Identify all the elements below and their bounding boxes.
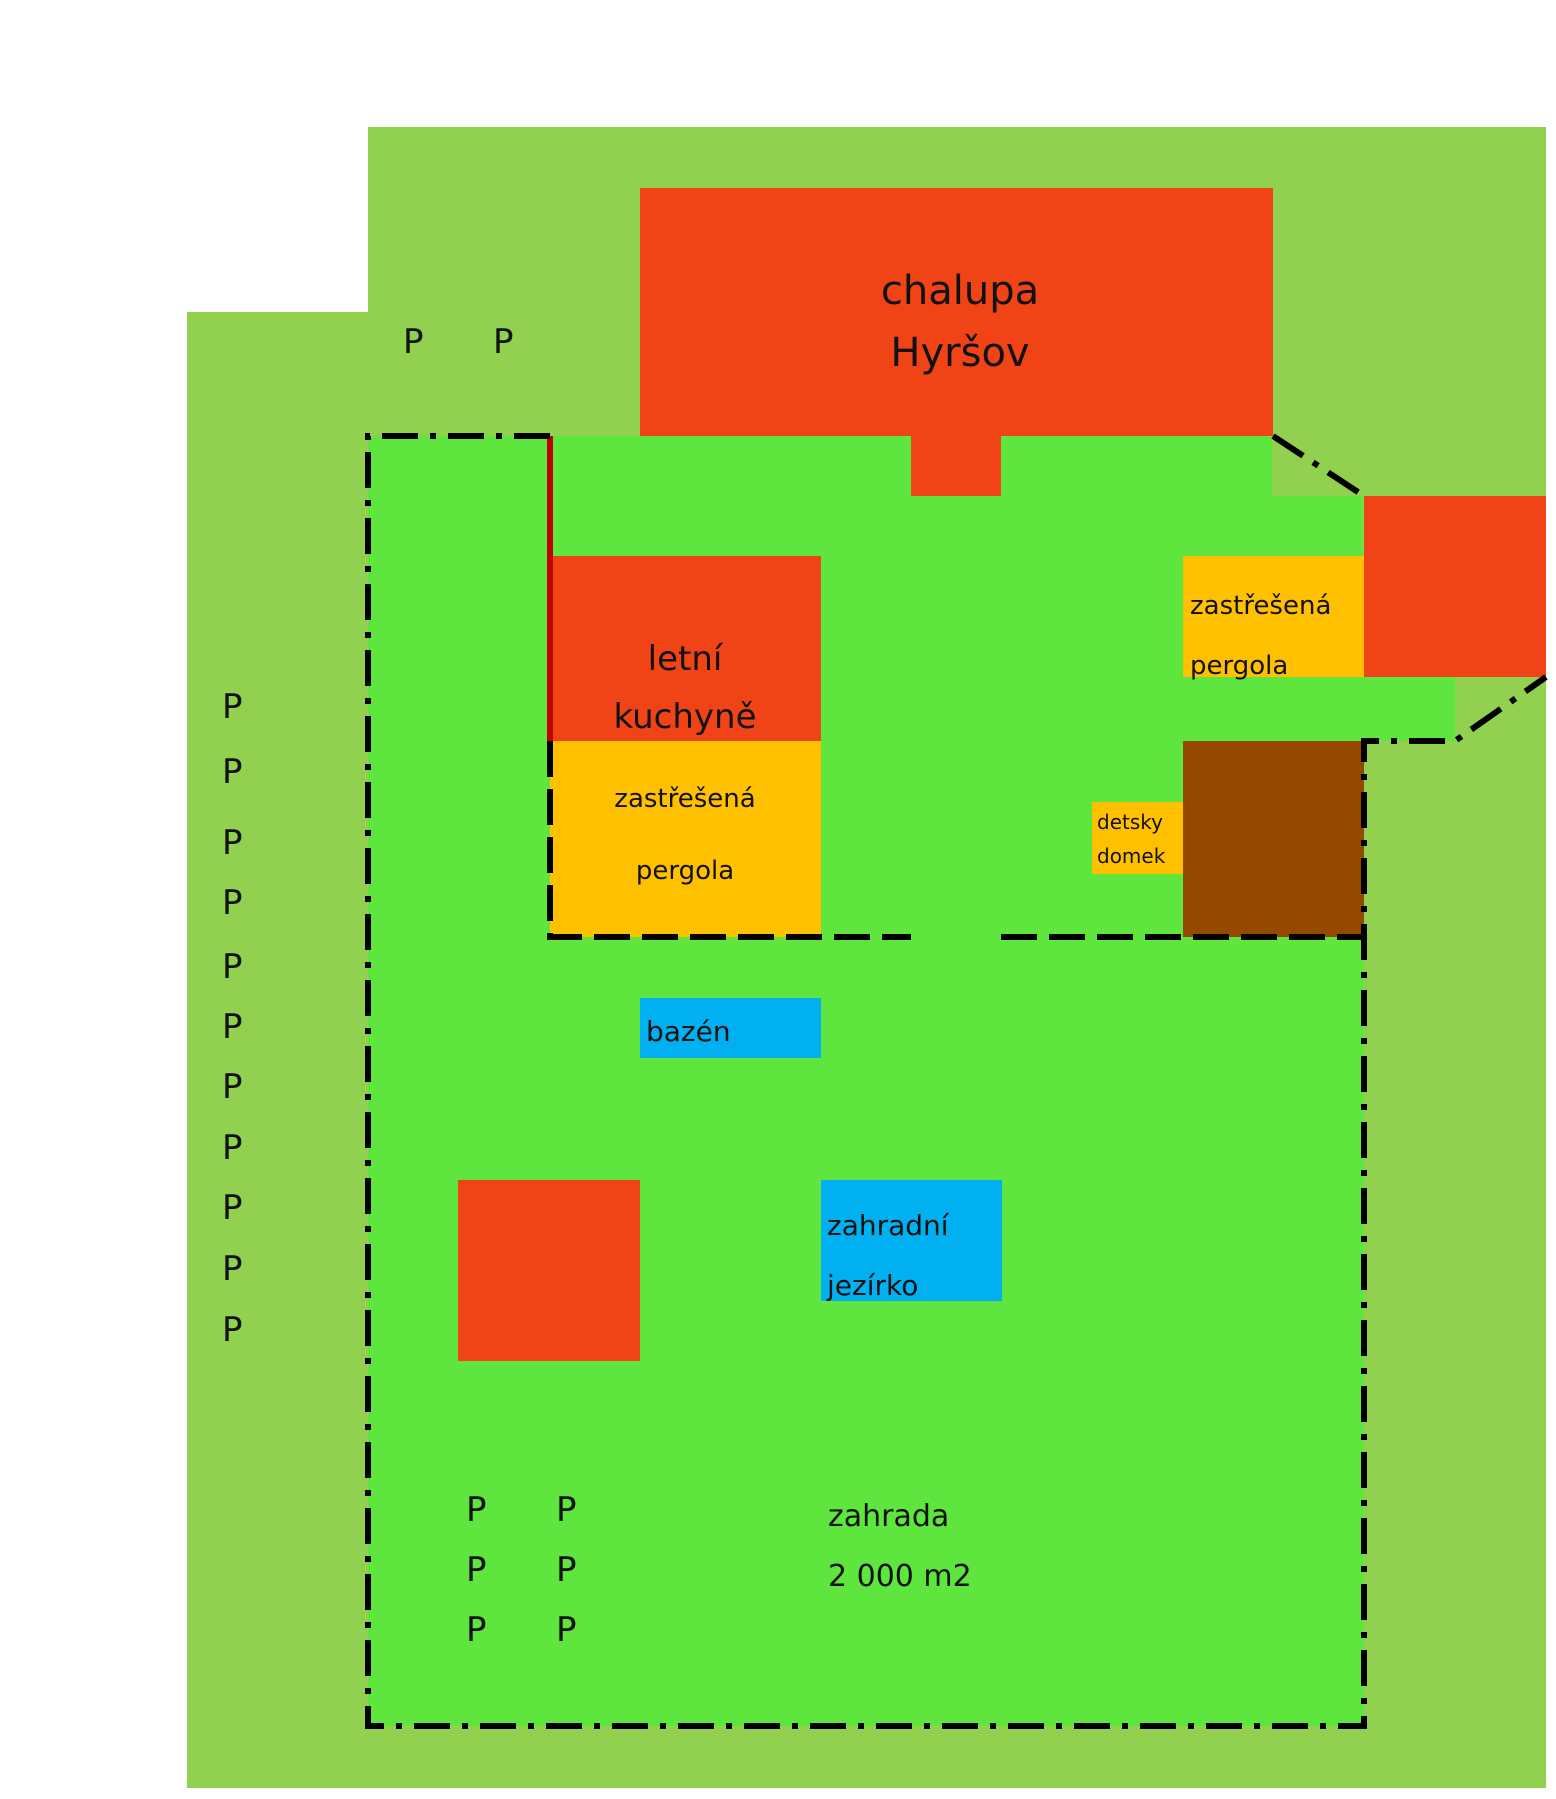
parking-marker: P [466,1550,487,1590]
garden-label-line1: zahrada [828,1499,950,1534]
courtyard-dashed-line-left [547,741,911,940]
parking-marker: P [222,1067,243,1107]
chalupa-building [640,188,1273,436]
parking-marker: P [222,823,243,863]
pond-label: zahradní jezírko [827,1196,949,1316]
parking-marker: P [556,1550,577,1590]
parking-marker: P [222,1007,243,1047]
pergola-left-label: zastřešená pergola [580,763,790,907]
parking-marker: P [222,687,243,727]
parking-marker: P [403,322,424,362]
parking-marker: P [556,1610,577,1650]
parking-marker: P [466,1490,487,1530]
pool-label: bazén [646,1015,731,1048]
kitchen-label-line1: letní [647,639,723,679]
playhouse-label-line2: domek [1097,844,1166,868]
parking-marker: P [222,947,243,987]
annex-building [1364,496,1546,677]
playhouse-label-box [1092,802,1183,874]
playhouse-label-line1: detsky [1097,810,1163,834]
pergola-left-label-line1: zastřešená [614,784,756,814]
parking-marker: P [556,1490,577,1530]
boundary-line [365,433,1548,1729]
pergola-right-label-line1: zastřešená [1190,591,1332,621]
parking-marker: P [222,1310,243,1350]
summer-kitchen-building [550,556,821,741]
pool [640,998,821,1058]
playhouse-label: detsky domek [1097,805,1165,873]
outbuilding [458,1180,640,1361]
garden-label: zahrada 2 000 m2 [828,1487,972,1607]
chalupa-label-line2: Hyršov [890,330,1030,376]
pergola-right [1183,556,1364,677]
parking-marker: P [222,1128,243,1168]
parking-marker: P [222,1249,243,1289]
pergola-left-label-line2: pergola [635,856,735,886]
parking-marker: P [222,1188,243,1228]
chalupa-entrance [911,436,1001,496]
garden-label-line2: 2 000 m2 [828,1559,972,1594]
pergola-left [550,741,821,937]
kitchen-label-line2: kuchyně [613,697,757,737]
kitchen-label: letní kuchyně [580,630,790,746]
pond-label-line2: jezírko [827,1269,919,1302]
pergola-right-label-line2: pergola [1190,651,1289,681]
boundary-line-top-right [1271,433,1366,499]
parking-marker: P [493,322,514,362]
chalupa-label-line1: chalupa [880,268,1040,314]
pond-label-line1: zahradní [827,1209,949,1242]
parking-marker: P [222,752,243,792]
chalupa-label: chalupa Hyršov [840,260,1080,384]
pond [821,1180,1002,1301]
playhouse [1183,741,1364,937]
parking-marker: P [466,1610,487,1650]
pergola-right-label: zastřešená pergola [1190,576,1331,696]
parking-marker: P [222,883,243,923]
